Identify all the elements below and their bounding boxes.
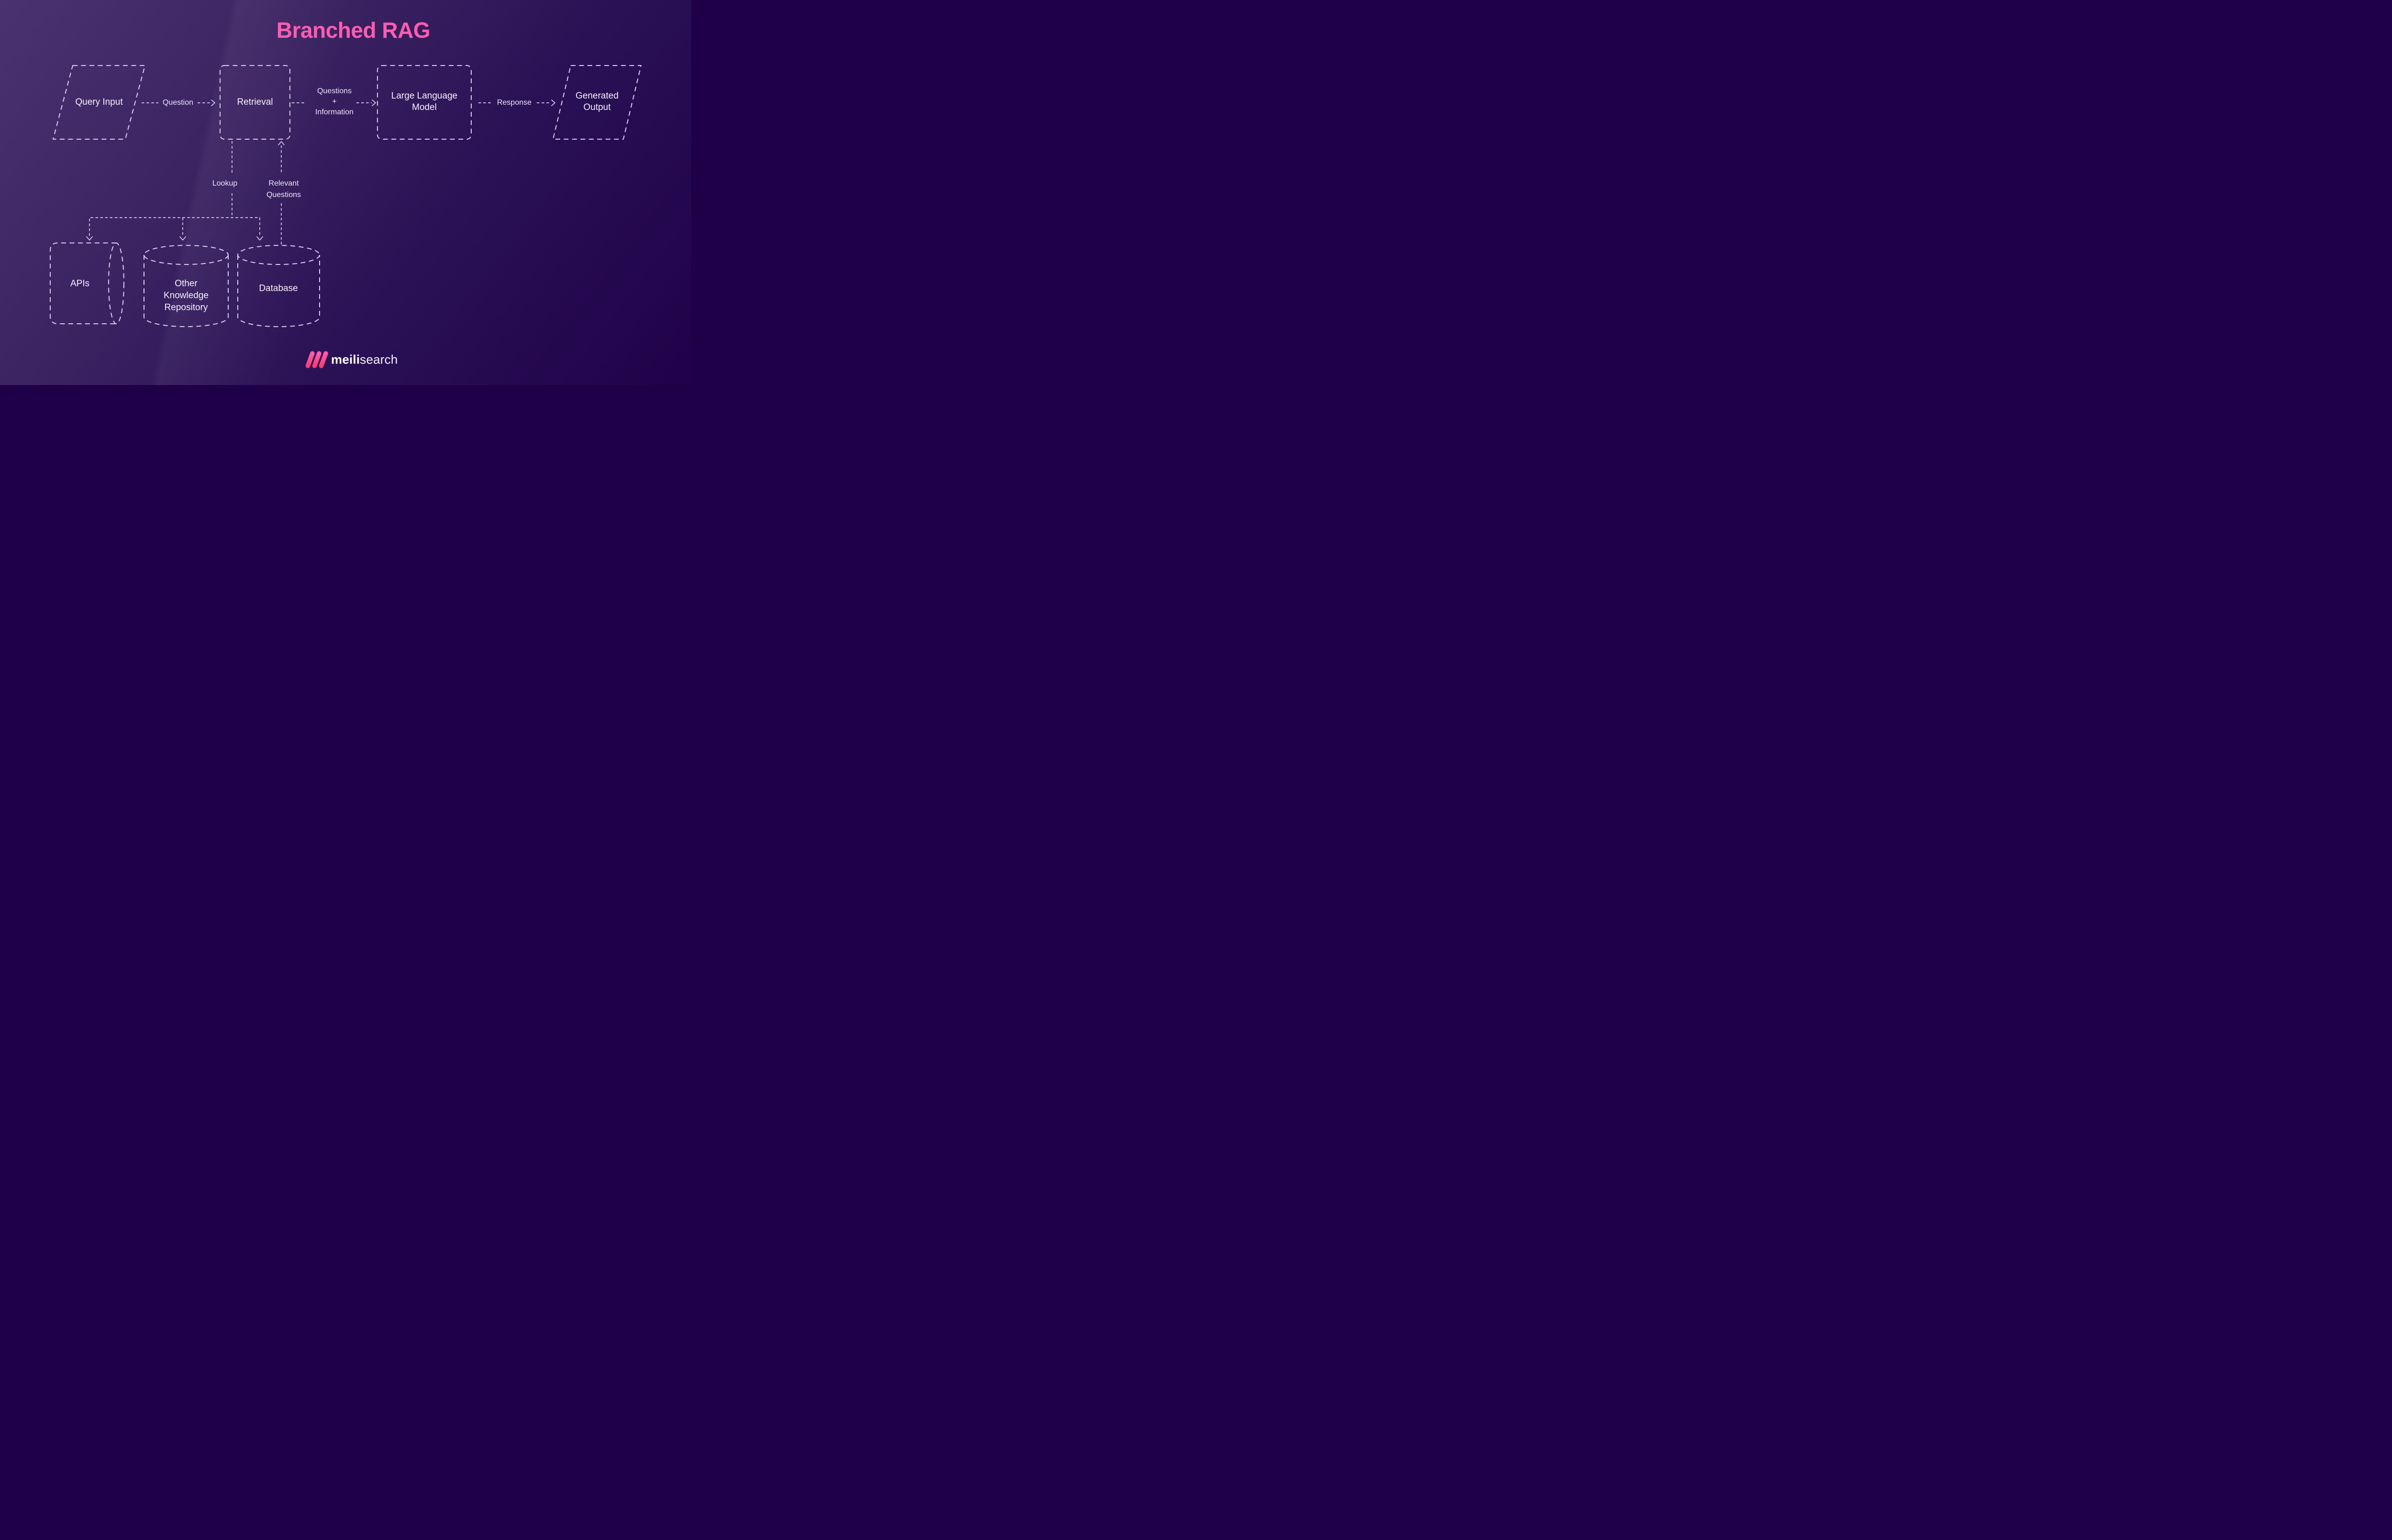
database-cylinder-shape <box>237 245 320 327</box>
meilisearch-stripes-icon <box>305 351 328 368</box>
brand-bold: meili <box>331 352 360 367</box>
edge-questions-information-label: Questions + Information <box>315 87 354 116</box>
store-apis-label: APIs <box>70 278 90 289</box>
response-arrow <box>478 99 555 106</box>
edge-relevant-questions-label: Relevant Questions <box>266 179 301 199</box>
questions-information-arrow <box>292 99 376 106</box>
large-language-model-shape <box>377 65 472 140</box>
branch-connector <box>86 217 263 241</box>
store-other-knowledge-repository-label: Other Knowledge Repository <box>163 278 209 313</box>
brand-light: search <box>360 352 398 367</box>
diagram-shapes-layer <box>50 65 642 368</box>
edge-question-label: Question <box>162 99 194 107</box>
branched-rag-diagram: Branched RAG <box>0 0 691 385</box>
edge-response-label: Response <box>497 99 532 107</box>
node-query-input-label: Query Input <box>75 97 123 107</box>
edge-lookup-label: Lookup <box>212 179 238 187</box>
question-arrow <box>142 99 215 106</box>
store-database-label: Database <box>259 283 298 294</box>
other-knowledge-repository-cylinder-shape <box>144 245 229 327</box>
meilisearch-wordmark: meilisearch <box>331 352 398 367</box>
retrieval-shape <box>220 65 290 140</box>
apis-cylinder-shape <box>50 242 124 324</box>
generated-output-shape <box>553 65 642 140</box>
node-large-language-model-label: Large Language Model <box>391 91 458 112</box>
query-input-shape <box>53 65 145 140</box>
diagram-title: Branched RAG <box>276 18 431 43</box>
node-retrieval-label: Retrieval <box>237 97 273 107</box>
node-generated-output-label: Generated Output <box>576 91 619 112</box>
relevant-questions-arrow <box>278 141 285 245</box>
